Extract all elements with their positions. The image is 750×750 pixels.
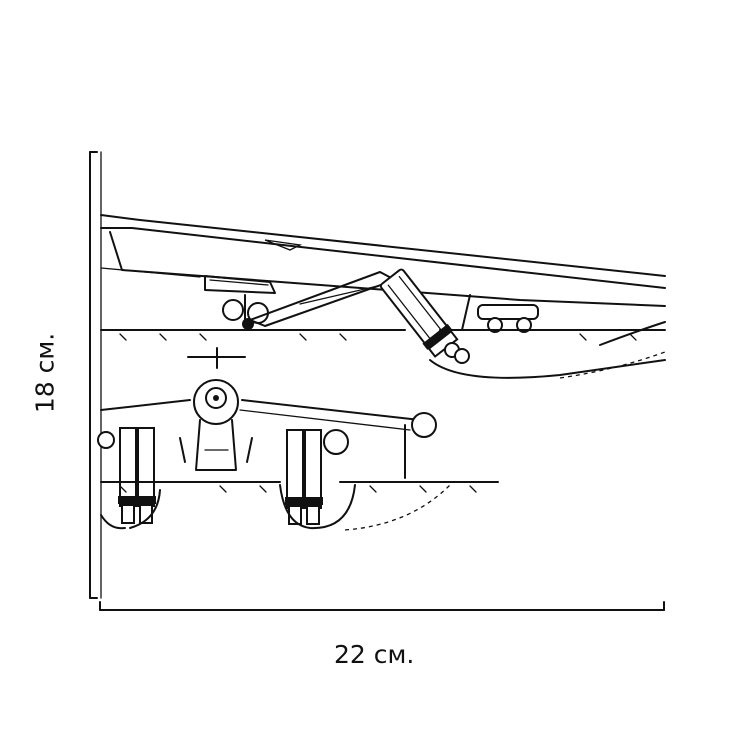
dimension-height-line bbox=[89, 151, 98, 599]
aircraft-side-view-icon bbox=[100, 214, 666, 379]
width-dimension-label: 22 см. bbox=[334, 640, 415, 669]
aircraft-front-view-icon bbox=[97, 347, 499, 531]
height-dimension-label: 18 см. bbox=[30, 332, 60, 414]
dimension-width-line bbox=[99, 601, 665, 611]
